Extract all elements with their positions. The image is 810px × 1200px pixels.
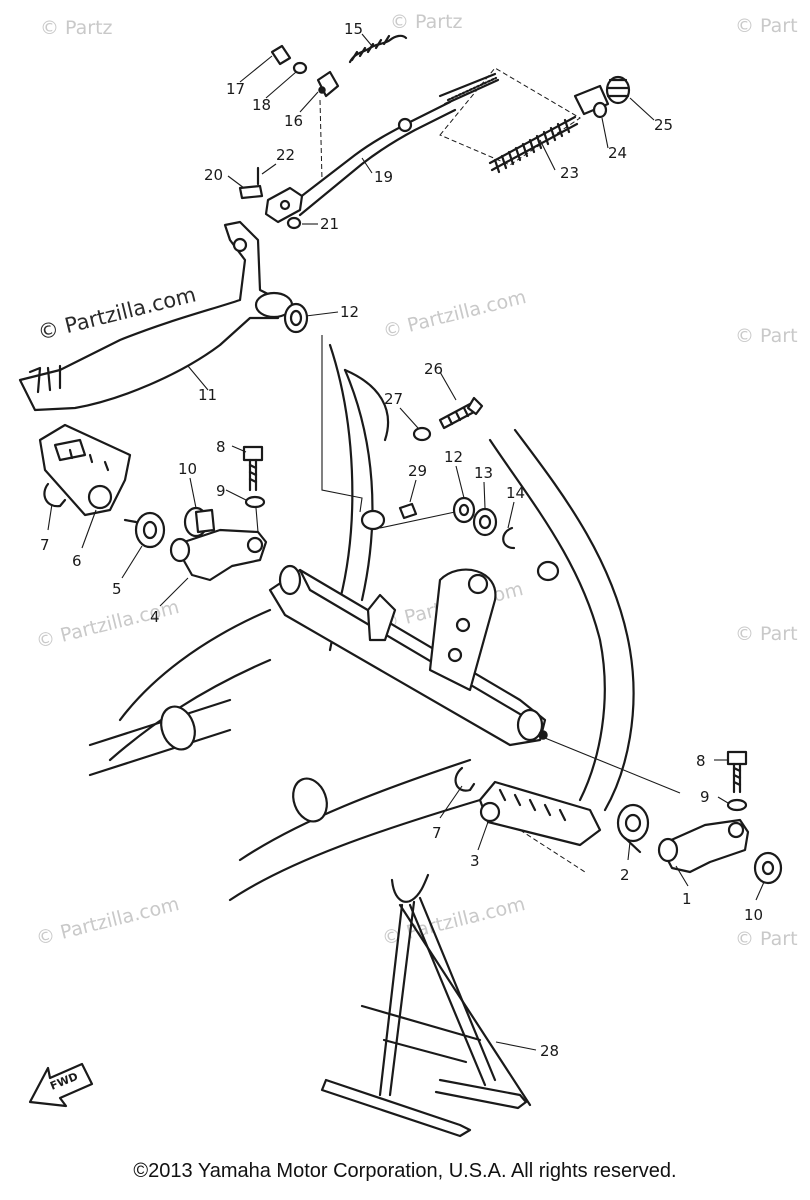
callout-28: 28 <box>540 1042 559 1060</box>
callout-19: 19 <box>374 168 393 186</box>
callout-3: 3 <box>470 852 480 870</box>
callout-7b: 7 <box>432 824 442 842</box>
callout-14: 14 <box>506 484 525 502</box>
callout-15: 15 <box>344 20 363 38</box>
callout-24: 24 <box>608 144 627 162</box>
callout-27: 27 <box>384 390 403 408</box>
watermark-text: © Part <box>735 623 798 645</box>
watermark-text: © Part <box>735 928 798 950</box>
callout-11: 11 <box>198 386 217 404</box>
callout-labels: 15 17 18 16 22 20 19 21 23 24 25 12 11 2… <box>40 20 763 1060</box>
callout-1: 1 <box>682 890 692 908</box>
callout-21: 21 <box>320 215 339 233</box>
callout-5: 5 <box>112 580 122 598</box>
oil-seal-upper <box>283 302 309 334</box>
callout-7a: 7 <box>40 536 50 554</box>
callout-10b: 10 <box>744 906 763 924</box>
footrest-bracket <box>268 564 548 747</box>
callout-26: 26 <box>424 360 443 378</box>
callout-22: 22 <box>276 146 295 164</box>
left-footrest-group <box>38 423 268 582</box>
watermark-text: © Partz <box>40 17 113 39</box>
watermark-text: © Part <box>735 15 798 37</box>
callout-12b: 12 <box>444 448 463 466</box>
callout-25: 25 <box>654 116 673 134</box>
watermark-text: © Partz <box>390 11 463 33</box>
watermark-text: © Partzilla.com <box>34 893 182 950</box>
copyright-notice: ©2013 Yamaha Motor Corporation, U.S.A. A… <box>133 1160 677 1182</box>
callout-17: 17 <box>226 80 245 98</box>
callout-13: 13 <box>474 464 493 482</box>
parts-diagram: © Partz © Partz © Part © Partzilla.com ©… <box>18 11 798 1138</box>
right-footrest-group <box>454 737 783 885</box>
leader-lines <box>47 33 765 1051</box>
callout-6: 6 <box>72 552 82 570</box>
stand <box>320 873 532 1138</box>
callout-29: 29 <box>408 462 427 480</box>
callout-23: 23 <box>560 164 579 182</box>
callout-9a: 9 <box>216 482 226 500</box>
watermark-text: © Partzilla.com <box>381 286 529 343</box>
callout-12a: 12 <box>340 303 359 321</box>
callout-2: 2 <box>620 866 630 884</box>
callout-4: 4 <box>150 608 160 626</box>
callout-9b: 9 <box>700 788 710 806</box>
callout-16: 16 <box>284 112 303 130</box>
callout-18: 18 <box>252 96 271 114</box>
callout-20: 20 <box>204 166 223 184</box>
upper-linkage <box>238 34 631 230</box>
callout-10a: 10 <box>178 460 197 478</box>
fwd-arrow: FWD <box>28 1062 94 1108</box>
callout-8a: 8 <box>216 438 226 456</box>
pivot-parts <box>321 335 516 550</box>
watermark-text: © Part <box>735 325 798 347</box>
frame-tubes <box>88 343 635 902</box>
callout-8b: 8 <box>696 752 706 770</box>
